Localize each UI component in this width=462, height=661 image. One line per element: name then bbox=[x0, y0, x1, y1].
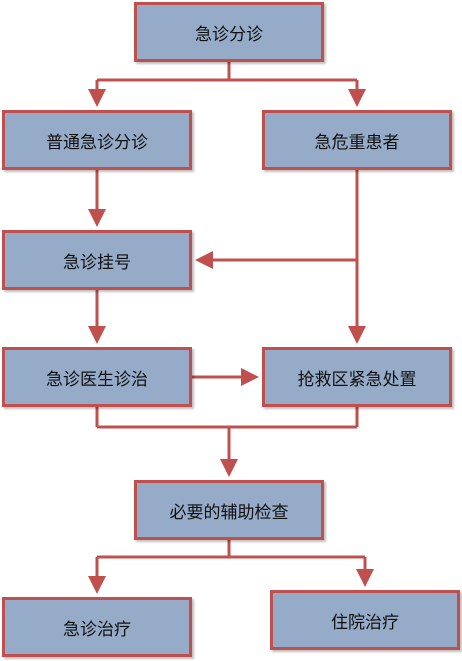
node-registration: 急诊挂号 bbox=[2, 230, 192, 290]
node-general-triage-label: 普通急诊分诊 bbox=[46, 132, 148, 153]
node-registration-label: 急诊挂号 bbox=[63, 252, 131, 273]
node-general-triage: 普通急诊分诊 bbox=[2, 110, 192, 170]
node-critical-patient: 急危重患者 bbox=[262, 110, 452, 170]
node-auxiliary-exam-label: 必要的辅助检查 bbox=[169, 502, 289, 523]
node-doctor-consult: 急诊医生诊治 bbox=[2, 347, 192, 407]
node-critical-patient-label: 急危重患者 bbox=[314, 132, 400, 153]
node-auxiliary-exam: 必要的辅助检查 bbox=[134, 480, 324, 540]
node-er-treatment: 急诊治疗 bbox=[2, 597, 192, 657]
node-inpatient-treatment: 住院治疗 bbox=[270, 590, 460, 650]
node-triage: 急诊分诊 bbox=[134, 2, 324, 62]
node-doctor-consult-label: 急诊医生诊治 bbox=[46, 369, 148, 390]
node-rescue-area: 抢救区紧急处置 bbox=[262, 347, 452, 407]
node-inpatient-treatment-label: 住院治疗 bbox=[331, 612, 399, 633]
node-rescue-area-label: 抢救区紧急处置 bbox=[297, 369, 417, 390]
node-er-treatment-label: 急诊治疗 bbox=[63, 619, 131, 640]
node-triage-label: 急诊分诊 bbox=[195, 24, 263, 45]
